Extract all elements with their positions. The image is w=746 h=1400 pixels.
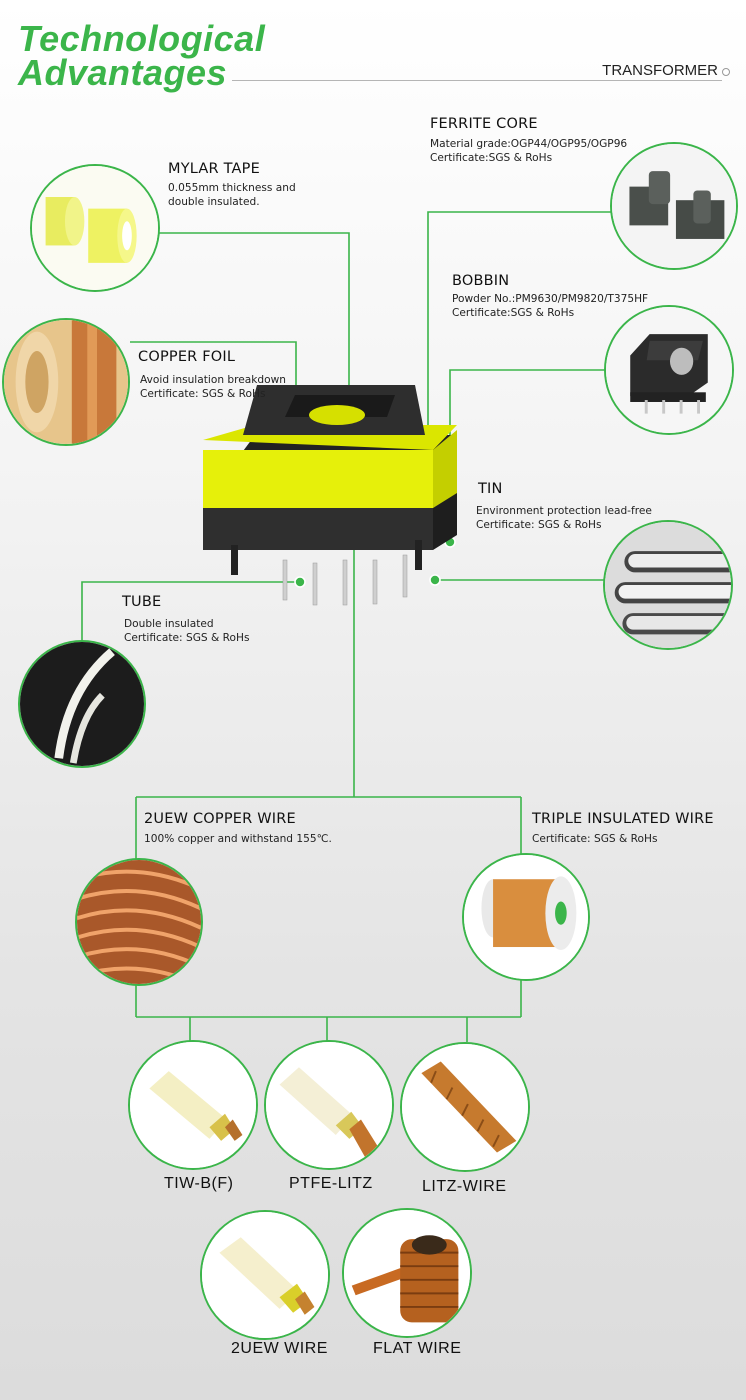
mylar-tape-label: MYLAR TAPE <box>168 161 260 177</box>
ferrite-core-label: FERRITE CORE <box>430 116 538 132</box>
bobbin-desc-2: Certificate:SGS & RoHs <box>452 307 575 319</box>
2uew-wire-label: 2UEW WIRE <box>231 1340 328 1357</box>
litz-wire-label: LITZ-WIRE <box>422 1178 507 1195</box>
copper-wire-label: 2UEW COPPER WIRE <box>144 811 296 827</box>
bobbin-label: BOBBIN <box>452 273 510 289</box>
transformer-image <box>203 385 457 606</box>
tin-desc-2: Certificate: SGS & RoHs <box>476 519 602 531</box>
ferrite-core-desc-1: Material grade:OGP44/OGP95/OGP96 <box>430 138 628 150</box>
flat-wire-label: FLAT WIRE <box>373 1340 462 1357</box>
ferrite-core-image <box>610 142 738 270</box>
tiw-label: TIW-B(F) <box>164 1175 234 1192</box>
ptfe-litz-image <box>264 1040 394 1170</box>
triple-wire-image <box>462 853 590 981</box>
copper-foil-label: COPPER FOIL <box>138 349 236 365</box>
header-dot <box>722 68 730 76</box>
tin-desc-1: Environment protection lead-free <box>476 505 652 517</box>
bobbin-desc-1: Powder No.:PM9630/PM9820/T375HF <box>452 293 649 305</box>
ferrite-core-desc-2: Certificate:SGS & RoHs <box>430 152 553 164</box>
copper-foil-desc-2: Certificate: SGS & RoHs <box>140 388 266 400</box>
page-title: Technological Advantages <box>18 18 266 93</box>
mylar-tape-desc-2: double insulated. <box>168 196 260 208</box>
copper-wire-image <box>75 858 203 986</box>
page-subtitle: TRANSFORMER <box>602 62 718 79</box>
mylar-tape-desc-1: 0.055mm thickness and <box>168 182 296 194</box>
triple-wire-desc-1: Certificate: SGS & RoHs <box>532 833 658 845</box>
tube-desc-1: Double insulated <box>124 618 214 630</box>
tin-image <box>603 520 733 650</box>
title-line-1: Technological <box>18 18 266 59</box>
copper-foil-image <box>2 318 130 446</box>
flat-wire-image <box>342 1208 472 1338</box>
ptfe-litz-label: PTFE-LITZ <box>289 1175 373 1192</box>
tiw-image <box>128 1040 258 1170</box>
tin-label: TIN <box>478 481 503 497</box>
copper-wire-desc-1: 100% copper and withstand 155℃. <box>144 833 332 845</box>
mylar-tape-image <box>30 164 160 292</box>
title-line-2: Advantages <box>18 52 228 93</box>
tube-desc-2: Certificate: SGS & RoHs <box>124 632 250 644</box>
bobbin-image <box>604 305 734 435</box>
header-divider <box>232 80 722 81</box>
tube-label: TUBE <box>122 594 162 610</box>
copper-foil-desc-1: Avoid insulation breakdown <box>140 374 286 386</box>
tube-image <box>18 640 146 768</box>
triple-wire-label: TRIPLE INSULATED WIRE <box>532 811 714 827</box>
litz-wire-image <box>400 1042 530 1172</box>
2uew-wire-image <box>200 1210 330 1340</box>
